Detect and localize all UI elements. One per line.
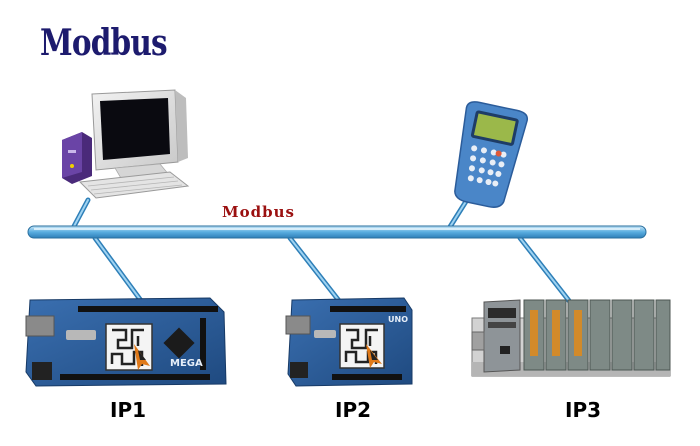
desktop-computer-icon [62, 89, 190, 199]
mega-label: MEGA [170, 358, 203, 369]
page-title: Modbus [40, 22, 168, 64]
node-label-ip3: IP3 [565, 398, 602, 422]
plc-controller-icon [471, 299, 671, 377]
arduino-mega-board-icon: MEGA [25, 297, 227, 387]
link-ip1-hi [94, 237, 143, 303]
node-label-ip2: IP2 [335, 398, 372, 422]
uno-label: UNO [388, 315, 408, 324]
link-ip2-hi [289, 237, 341, 303]
bus-label: Modbus [222, 203, 295, 221]
bus-links [69, 192, 573, 305]
modbus-bus [27, 225, 647, 239]
handheld-terminal-icon [454, 101, 529, 208]
plc-io-modules [523, 299, 671, 371]
link-ip3-hi [519, 237, 571, 303]
link-computer-hi [71, 199, 89, 231]
maze-logo-icon [339, 323, 385, 369]
arduino-uno-board-icon: UNO [285, 297, 413, 387]
maze-logo-icon [105, 323, 153, 371]
node-label-ip1: IP1 [110, 398, 147, 422]
